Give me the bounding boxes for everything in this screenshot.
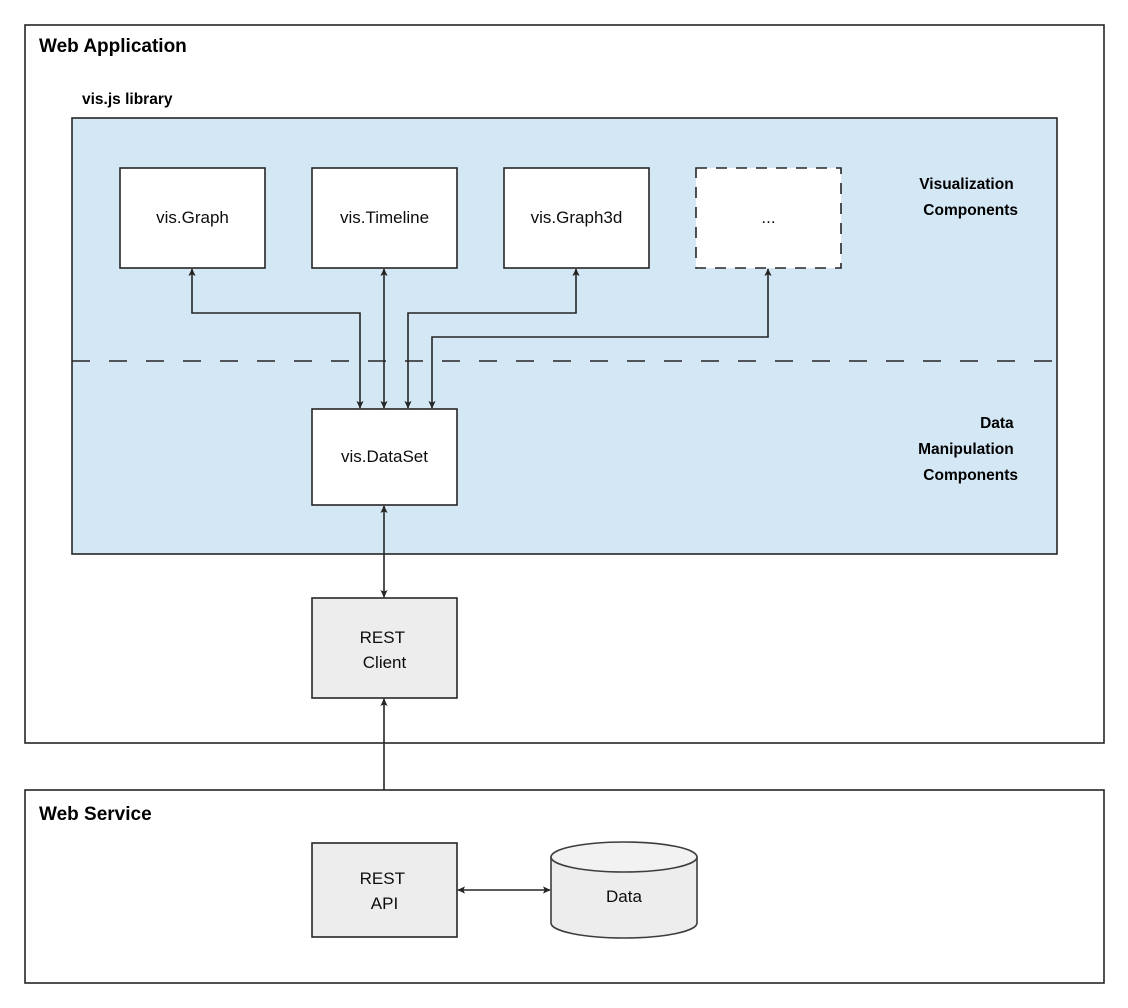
node-vis-graph[interactable] [119, 167, 266, 269]
web-service-title: Web Service [39, 804, 152, 825]
node-vis-timeline-label: vis.Timeline [340, 208, 429, 227]
vis-js-library-title: vis.js library [82, 91, 173, 108]
node-vis-graph3d-label: vis.Graph3d [531, 208, 623, 227]
node-rest-api[interactable] [311, 842, 458, 938]
node-vis-dataset[interactable] [311, 408, 458, 506]
node-rest-client-label-line2: Client [363, 653, 407, 672]
node-rest-client-label-line1: REST [360, 628, 405, 647]
web-application-title: Web Application [39, 36, 187, 57]
connector-dataset-to-vis-graph [188, 268, 364, 409]
database-cylinder-body [550, 856, 698, 939]
node-ellipsis-placeholder[interactable] [695, 167, 842, 269]
data-manipulation-zone-label: Data Manipulation Components [918, 415, 1018, 484]
database-cylinder-top [550, 841, 698, 873]
data-manipulation-zone-label-line2: Manipulation [918, 441, 1014, 458]
data-manipulation-zone-label-line1: Data [980, 415, 1014, 432]
visualization-zone-label: Visualization Components [919, 176, 1018, 219]
node-vis-timeline[interactable] [311, 167, 458, 269]
node-database-data[interactable] [550, 841, 698, 939]
visualization-zone-label-line1: Visualization [919, 176, 1013, 193]
node-vis-graph-label: vis.Graph [156, 208, 229, 227]
node-rest-api-label-line1: REST [360, 869, 405, 888]
connector-dataset-to-ellipsis [428, 268, 772, 409]
node-rest-api-label-line2: API [371, 894, 398, 913]
node-vis-graph3d[interactable] [503, 167, 650, 269]
node-ellipsis-placeholder-label: ... [761, 208, 775, 227]
node-database-label: Data [606, 887, 642, 906]
node-rest-api-label: REST API [360, 869, 410, 913]
data-manipulation-zone-label-line3: Components [923, 467, 1018, 484]
node-rest-client-label: REST Client [360, 628, 410, 672]
node-vis-dataset-label: vis.DataSet [341, 447, 428, 466]
node-rest-client[interactable] [311, 597, 458, 699]
visualization-zone-label-line2: Components [923, 202, 1018, 219]
